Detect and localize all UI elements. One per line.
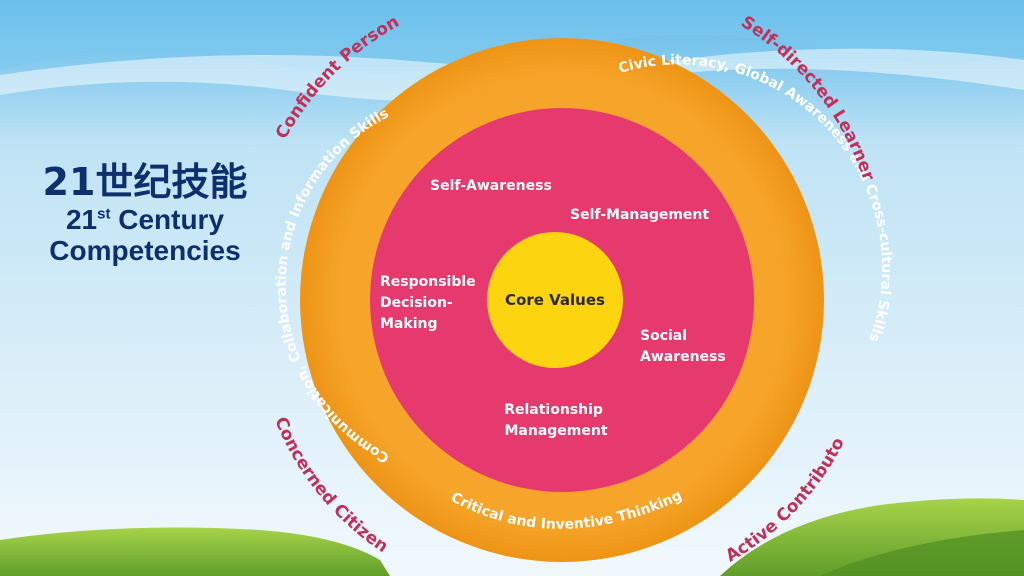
title-english-line1: 21st Century (20, 204, 270, 235)
hill-right-back (820, 530, 1024, 576)
title-ordinal-suffix: st (97, 205, 111, 223)
social-awareness-label: Social Awareness (640, 328, 726, 365)
cloud-band (0, 0, 1024, 74)
hill-left (0, 527, 390, 576)
self-management-label: Self-Management (570, 207, 709, 223)
title-chinese: 21世纪技能 (42, 160, 248, 204)
responsible-decision-making-label: Responsible Decision- Making (380, 274, 481, 332)
self-awareness-label: Self-Awareness (430, 178, 552, 194)
relationship-management-label: Relationship Management (504, 402, 608, 439)
center-circle (487, 232, 623, 368)
page-title: 21世纪技能 21st Century Competencies (20, 160, 270, 266)
title-century: Century (110, 204, 225, 235)
title-number: 21 (65, 204, 98, 235)
title-english-line2: Competencies (49, 235, 241, 266)
core-values-label: Core Values (505, 291, 605, 309)
